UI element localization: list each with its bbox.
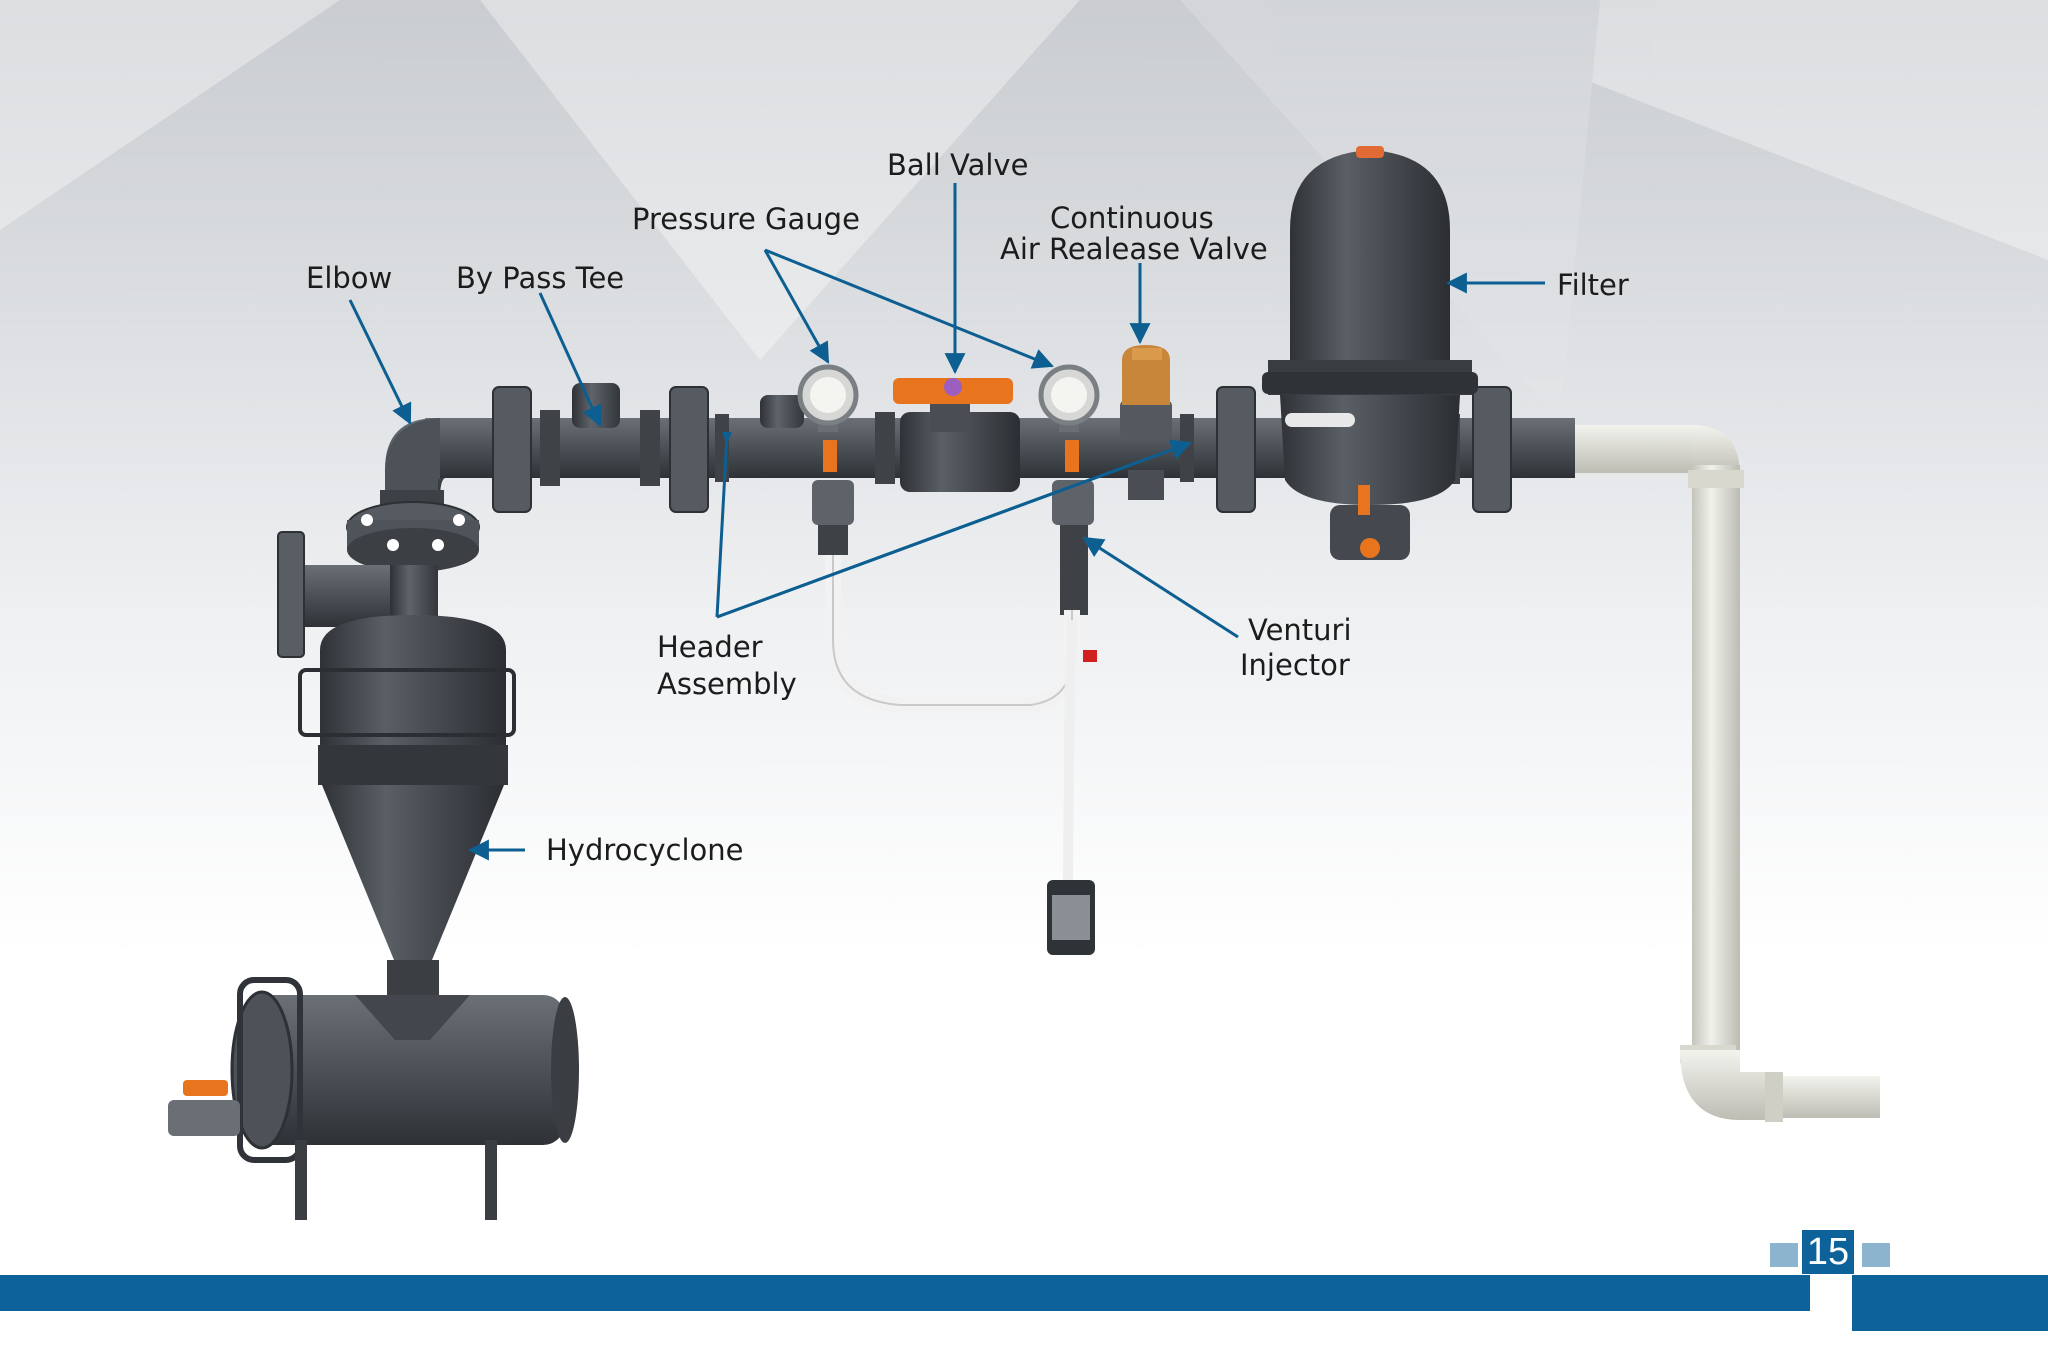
pressure-gauge-arrow-left xyxy=(763,249,830,364)
outlet-pipe xyxy=(1560,425,1880,1122)
hydrocyclone-unit xyxy=(168,501,579,1220)
hydrocyclone-label: Hydrocyclone xyxy=(546,833,744,867)
pressure-gauge-right xyxy=(1038,364,1100,432)
footer-band-left xyxy=(0,1275,1810,1311)
by-pass-tee-stub xyxy=(572,383,620,428)
footer-band-right xyxy=(1852,1275,2048,1331)
header-assembly-arrow-head-left xyxy=(722,432,732,444)
header-assembly-label-line1: Header xyxy=(657,630,763,664)
air-release-valve-label-line2: Air Realease Valve xyxy=(1000,232,1268,266)
footer-square-left xyxy=(1770,1243,1798,1267)
venturi-injector-arrow xyxy=(1082,536,1239,639)
by-pass-tee-label: By Pass Tee xyxy=(456,261,625,295)
pressure-gauge-arrow-right xyxy=(764,248,1054,369)
pressure-gauge-label: Pressure Gauge xyxy=(632,202,860,236)
page-number: 15 xyxy=(1802,1230,1854,1274)
venturi-injector-label-line1: Venturi xyxy=(1248,613,1352,647)
header-assembly-label-line2: Assembly xyxy=(657,667,797,701)
header-assembly-arrow-lines xyxy=(715,434,1191,619)
venturi-injector-unit xyxy=(812,440,1097,955)
venturi-injector-label-line2: Injector xyxy=(1240,648,1350,682)
footer xyxy=(0,1243,2048,1331)
filter-label: Filter xyxy=(1557,268,1629,302)
disc-filter-unit xyxy=(1262,146,1478,560)
footer-square-right xyxy=(1862,1243,1890,1267)
air-release-valve-label-line1: Continuous xyxy=(1050,201,1214,235)
by-pass-tee-arrow xyxy=(538,292,602,427)
elbow-label: Elbow xyxy=(306,261,393,295)
elbow-arrow xyxy=(348,299,412,425)
ball-valve-label: Ball Valve xyxy=(887,148,1029,182)
pressure-gauge-left xyxy=(797,364,859,432)
air-release-valve xyxy=(1120,345,1172,500)
